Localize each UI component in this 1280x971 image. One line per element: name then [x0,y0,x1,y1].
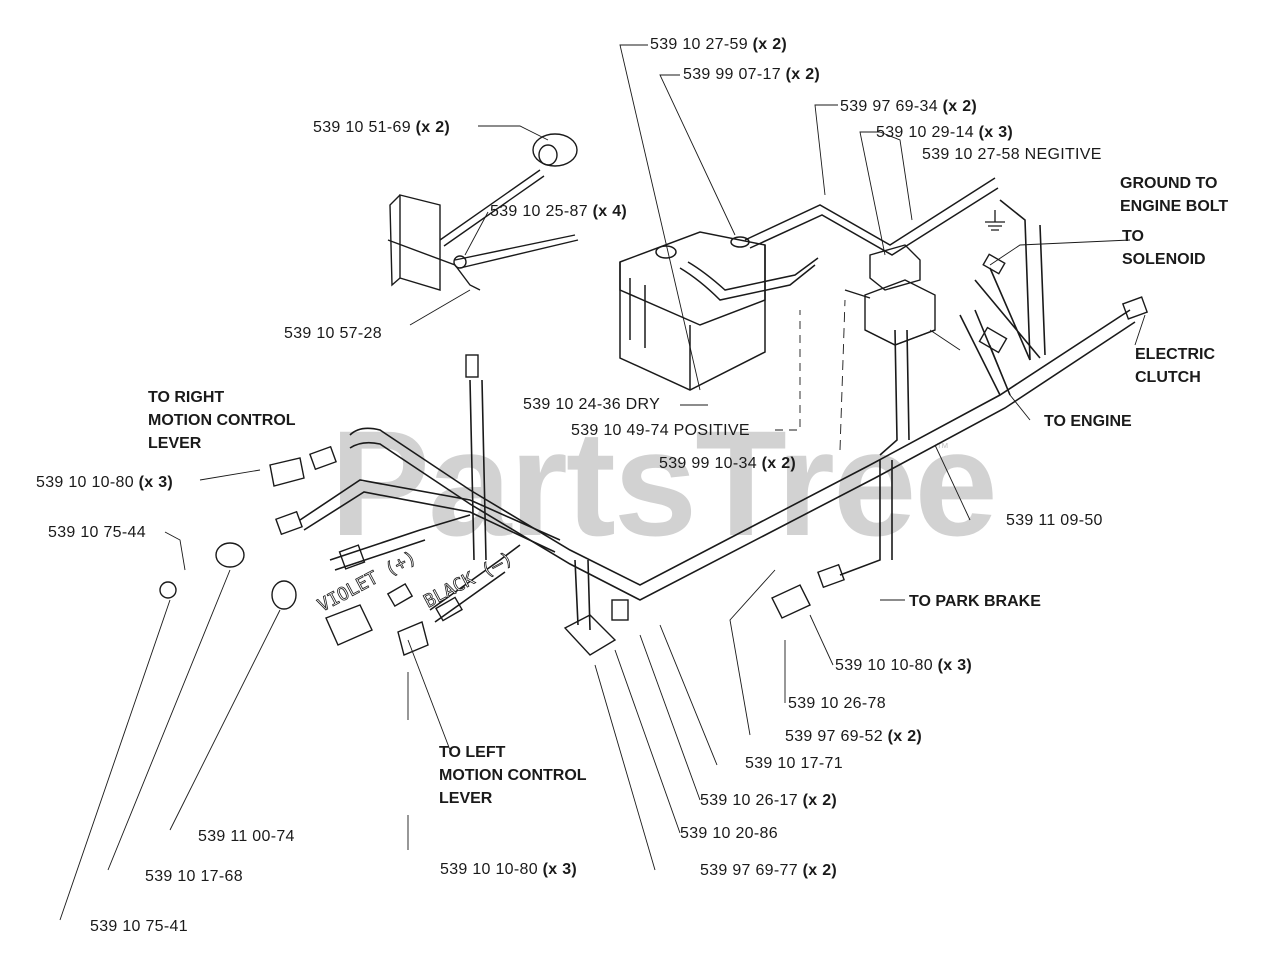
violet-wire-label: VIOLET (+) [314,547,420,616]
part-label: 539 10 75-44 [48,524,146,541]
solenoid-block [844,244,936,346]
part-label: 539 97 69-34 (x 2) [840,98,978,115]
part-label: 539 97 69-77 (x 2) [700,862,838,879]
part-label: 539 10 26-17 (x 2) [700,792,838,809]
part-label: 539 97 69-52 (x 2) [785,728,923,745]
leader-lines [59,44,1146,921]
caption-to-engine: TO ENGINE [1044,413,1132,430]
part-label: 539 10 24-36 DRY [523,396,661,413]
part-label: 539 10 57-28 [284,325,382,342]
part-label: 539 10 20-86 [680,825,778,842]
part-label: 539 10 27-59 (x 2) [650,36,788,53]
part-label: 539 10 26-78 [788,695,886,712]
part-label: 539 10 25-87 (x 4) [490,203,628,220]
part-label: 539 10 10-80 (x 3) [440,861,578,878]
main-harness [299,199,1136,631]
part-label: 539 99 07-17 (x 2) [683,66,821,83]
part-label: 539 11 00-74 [198,828,295,845]
ground-symbol [985,210,1005,231]
caption-to-park-brake: TO PARK BRAKE [909,593,1041,610]
part-label: 539 10 51-69 (x 2) [313,119,451,136]
connectors [275,253,1149,622]
part-label: 539 10 10-80 (x 3) [36,474,174,491]
part-label: 539 10 10-80 (x 3) [835,657,973,674]
part-label: 539 99 10-34 (x 2) [659,455,797,472]
part-label: 539 10 49-74 POSITIVE [571,422,750,439]
battery [619,177,999,391]
part-label: 539 11 09-50 [1006,512,1103,529]
part-label: 539 10 27-58 NEGITIVE [922,146,1102,163]
switches [159,457,811,656]
black-wire-label: BLACK (–) [420,548,516,612]
part-label: 539 10 29-14 (x 3) [876,124,1014,141]
part-label: 539 10 75-41 [90,918,188,935]
watermark: PartsTree [330,399,998,567]
part-label: 539 10 17-68 [145,868,243,885]
part-label: 539 10 17-71 [745,755,843,772]
mounting-bracket [387,133,579,291]
